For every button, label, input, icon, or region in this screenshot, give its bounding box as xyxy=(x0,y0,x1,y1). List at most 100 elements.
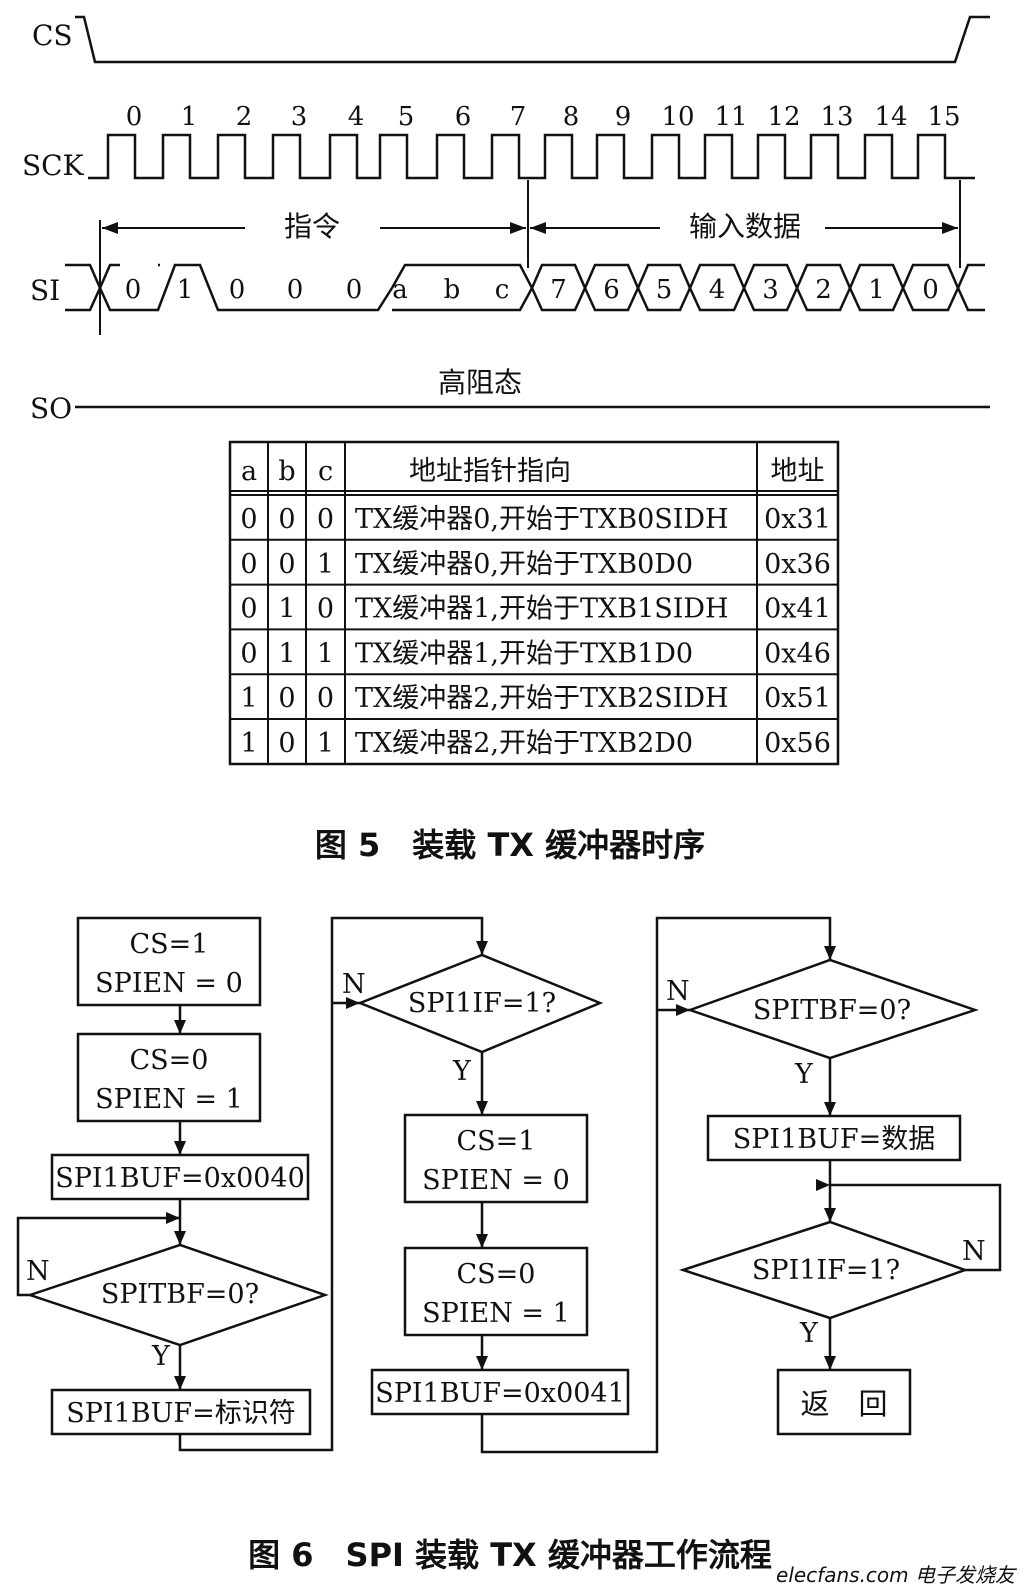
clock-number: 6 xyxy=(455,102,472,132)
clock-number: 0 xyxy=(126,102,143,132)
table-header-cell: 地址 xyxy=(771,456,825,487)
table-cell: TX缓冲器2,开始于TXB2D0 xyxy=(355,728,693,759)
flowchart: CS=1 SPIEN = 0 CS=0 SPIEN = 1 SPI1BUF=0x… xyxy=(16,916,1002,1454)
table-cell: TX缓冲器0,开始于TXB0SIDH xyxy=(355,504,729,535)
col1-box4-text: SPI1BUF=标识符 xyxy=(66,1398,295,1429)
col3-decision1 xyxy=(686,958,979,1060)
clock-number: 10 xyxy=(661,102,694,132)
col3-box1 xyxy=(706,1114,962,1162)
arrowhead-down xyxy=(824,946,836,960)
col2-decision-text: SPI1IF=1? xyxy=(408,988,556,1019)
col1-box3-text: SPI1BUF=0x0040 xyxy=(55,1163,305,1194)
col2-to-col3 xyxy=(480,916,832,1454)
table-header-cell: c xyxy=(318,456,333,487)
col1-box2 xyxy=(76,1032,262,1123)
instruction-bit: c xyxy=(495,275,510,305)
data-bit: 5 xyxy=(656,275,673,305)
table-cell: 0 xyxy=(240,594,257,625)
clock-number: 4 xyxy=(348,102,365,132)
table-cell: 0 xyxy=(317,683,334,714)
col1-box1-line2: SPIEN = 0 xyxy=(95,968,243,999)
table-cell: 1 xyxy=(317,638,334,669)
col2-box1 xyxy=(403,1113,589,1204)
table-cell: 0x36 xyxy=(764,549,831,580)
clock-number: 14 xyxy=(874,102,907,132)
arrowhead-down xyxy=(476,1356,488,1370)
table-cell: 1 xyxy=(317,728,334,759)
instruction-bit: a xyxy=(392,275,408,305)
col3-no-label: N xyxy=(666,976,690,1007)
data-bit: 4 xyxy=(709,275,726,305)
col1-box2-line1: CS=0 xyxy=(130,1045,209,1076)
si-label: SI xyxy=(30,274,60,307)
arrowhead-down xyxy=(476,1101,488,1115)
col3-box1-text: SPI1BUF=数据 xyxy=(733,1124,935,1155)
table-cell: 0 xyxy=(278,504,295,535)
table-header-cell: b xyxy=(278,456,295,487)
col3-yes-label: Y xyxy=(794,1059,814,1090)
cs-waveform xyxy=(75,15,990,64)
clock-number: 15 xyxy=(927,102,960,132)
instruction-bit: 0 xyxy=(346,275,363,305)
col2-box1-line2: SPIEN = 0 xyxy=(422,1165,570,1196)
col1-loop xyxy=(16,1216,180,1297)
data-bit: 6 xyxy=(603,275,620,305)
table-header-cell: a xyxy=(241,456,257,487)
clock-number: 3 xyxy=(291,102,308,132)
data-bit: 2 xyxy=(815,275,832,305)
col2-box2-line2: SPIEN = 1 xyxy=(422,1298,570,1329)
table-cell: 0x46 xyxy=(764,638,831,669)
sck-label: SCK xyxy=(22,149,85,182)
instruction-label: 指令 xyxy=(284,210,340,243)
col3-yes-label-2: Y xyxy=(799,1318,819,1349)
table-cell: TX缓冲器1,开始于TXB1SIDH xyxy=(355,594,729,625)
table-cell: 0 xyxy=(240,638,257,669)
clock-number: 8 xyxy=(563,102,580,132)
col1-decision xyxy=(26,1243,329,1347)
clock-number: 11 xyxy=(714,102,747,132)
col3-end-text: 返 回 xyxy=(800,1387,887,1421)
arrowhead-down xyxy=(824,1356,836,1370)
col2-yes-label: Y xyxy=(452,1056,472,1087)
table-cell: TX缓冲器1,开始于TXB1D0 xyxy=(355,638,693,669)
data-label: 输入数据 xyxy=(689,210,801,243)
instruction-bit: 0 xyxy=(229,275,246,305)
col3-end xyxy=(776,1368,912,1436)
col2-box1-line1: CS=1 xyxy=(457,1126,536,1157)
clock-number: 1 xyxy=(181,102,198,132)
arrowhead-right xyxy=(676,1004,690,1016)
data-bit: 0 xyxy=(922,275,939,305)
fig5-caption: 图 5 装载 TX 缓冲器时序 xyxy=(315,826,705,864)
cs-label: CS xyxy=(32,19,73,52)
arrowhead xyxy=(510,222,526,234)
arrowhead-down xyxy=(476,941,488,955)
arrowhead-down xyxy=(174,1020,186,1034)
data-bit: 1 xyxy=(868,275,885,305)
col3-decision2-text: SPI1IF=1? xyxy=(752,1255,900,1286)
table-cell: 0x51 xyxy=(764,683,831,714)
fig6-caption: 图 6 SPI 装载 TX 缓冲器工作流程 xyxy=(248,1536,772,1574)
clock-number: 5 xyxy=(398,102,415,132)
col1-decision-text: SPITBF=0? xyxy=(101,1279,259,1310)
table-cell: 1 xyxy=(240,728,257,759)
table-cell: 0 xyxy=(278,683,295,714)
instruction-bit: 1 xyxy=(177,275,194,305)
table-cell: 0x56 xyxy=(764,728,831,759)
arrowhead-down xyxy=(476,1234,488,1248)
clock-number: 12 xyxy=(767,102,800,132)
table-cell: 1 xyxy=(278,594,295,625)
col2-box2-line1: CS=0 xyxy=(457,1259,536,1290)
instruction-bit: 0 xyxy=(287,275,304,305)
sck-waveform xyxy=(88,133,975,180)
col1-to-col2 xyxy=(178,916,484,1452)
instruction-bit: b xyxy=(444,275,461,305)
table-cell: 0 xyxy=(317,504,334,535)
arrowhead xyxy=(530,222,546,234)
col2-box2 xyxy=(403,1246,589,1337)
instruction-bit: 0 xyxy=(125,275,142,305)
col2-box3 xyxy=(370,1368,630,1416)
table-cell: 0x31 xyxy=(764,504,831,535)
